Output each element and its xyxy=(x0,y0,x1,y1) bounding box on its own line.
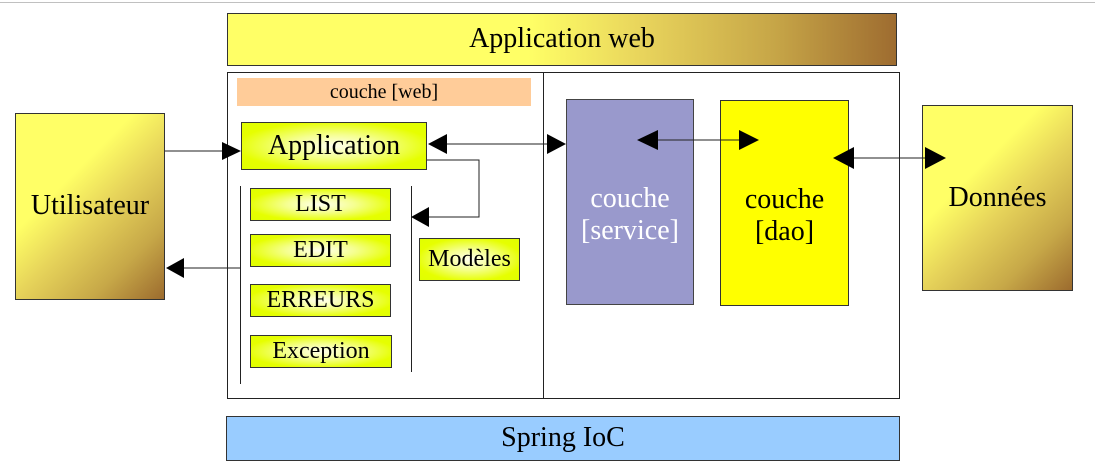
application-frame xyxy=(227,72,900,399)
application-controller: Application xyxy=(241,122,427,170)
views-left-bracket xyxy=(240,186,241,384)
views-right-bracket xyxy=(411,186,412,372)
top-divider xyxy=(0,2,1095,3)
view-list: LIST xyxy=(250,188,391,221)
models-label: Modèles xyxy=(428,245,511,272)
data-store-box: Données xyxy=(922,105,1073,291)
view-list-label: LIST xyxy=(295,190,346,217)
data-store-label: Données xyxy=(948,181,1047,213)
arrowhead-into-user xyxy=(166,258,184,278)
spring-ioc-label: Spring IoC xyxy=(501,422,625,454)
application-web-banner: Application web xyxy=(227,13,897,66)
service-layer: couche [service] xyxy=(566,99,694,305)
view-erreurs: ERREURS xyxy=(250,284,391,317)
user-box: Utilisateur xyxy=(15,113,165,300)
web-layer-title: couche [web] xyxy=(237,78,531,106)
dao-layer: couche [dao] xyxy=(720,100,849,306)
view-edit-label: EDIT xyxy=(293,236,348,263)
application-controller-label: Application xyxy=(267,129,401,161)
user-label: Utilisateur xyxy=(30,190,150,222)
spring-ioc-banner: Spring IoC xyxy=(226,416,900,461)
view-exception-label: Exception xyxy=(272,337,370,364)
web-layer-title-label: couche [web] xyxy=(329,80,439,103)
models-box: Modèles xyxy=(419,238,520,281)
application-web-label: Application web xyxy=(469,23,655,55)
dao-layer-line1: couche xyxy=(744,183,825,215)
service-layer-line1: couche xyxy=(590,182,670,214)
dao-layer-line2: [dao] xyxy=(754,216,815,247)
web-layer-divider xyxy=(543,72,544,399)
service-layer-line2: [service] xyxy=(581,215,679,246)
view-exception: Exception xyxy=(250,335,392,368)
view-edit: EDIT xyxy=(250,234,391,267)
view-erreurs-label: ERREURS xyxy=(266,286,375,313)
